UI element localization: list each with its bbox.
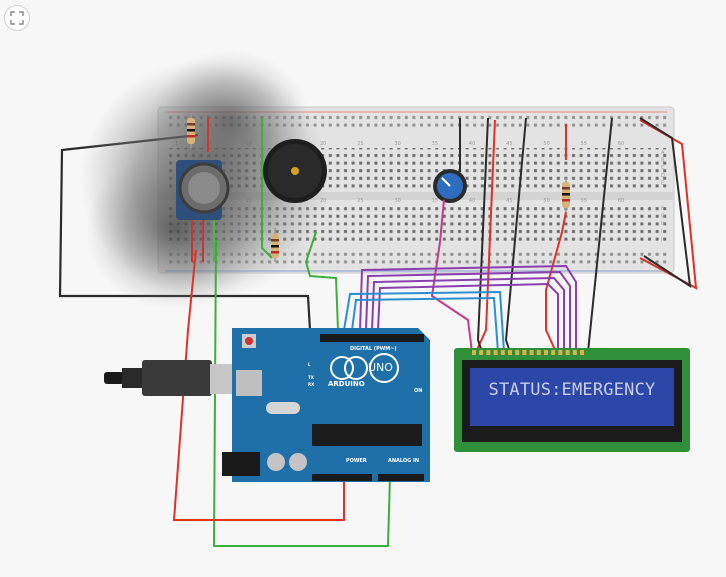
fit-view-icon [10,11,24,25]
lcd-pin [515,350,520,355]
breadboard-row-letter: J [660,236,662,242]
breadboard-column-number: 50 [543,198,549,204]
lcd-pin [493,350,498,355]
rx-led-label: RX [308,382,315,387]
arduino-brand-label: ARDUINO [328,380,365,388]
lcd-screen [470,368,674,426]
red-wire-power[interactable] [172,249,345,521]
green-wire-2[interactable] [304,231,339,331]
breadboard-column-number: 40 [469,141,475,147]
lcd-pin [580,350,584,355]
breadboard-column-number: 60 [618,141,624,147]
arduino-infinity-logo [369,353,399,383]
lcd-pin [472,350,476,355]
breadboard-column-number: 55 [581,198,587,204]
usb-port [236,370,262,396]
breadboard-column-number: 50 [543,141,549,147]
lcd-pin [572,350,577,355]
resistor-1[interactable] [187,114,195,148]
lcd-pin [522,350,527,355]
breadboard-column-number: 40 [469,198,475,204]
power-header-label: POWER [346,458,367,464]
breadboard-column-number: 25 [357,141,363,147]
breadboard-column-number: 30 [394,198,400,204]
tx-led-label: TX [308,375,314,380]
lcd-pin [551,350,556,355]
lcd-pin [500,350,505,355]
lcd-pin [529,350,534,355]
resistor-3[interactable] [562,178,570,212]
lcd-pin [486,350,491,355]
digital-header-label: DIGITAL (PWM~) [350,346,397,352]
gas-sensor[interactable] [176,160,230,262]
arduino-model-label: UNO [368,361,393,374]
breadboard-row-letter: D [661,173,665,179]
lcd-pin [508,350,512,355]
black-wire-lcd-k[interactable] [587,117,613,353]
analog-header [378,474,424,481]
lcd-pin [565,350,570,355]
piezo-buzzer[interactable] [263,139,327,203]
magenta-wire-contrast[interactable] [430,199,473,353]
lcd-pin [479,350,484,355]
black-wire-rail-bridge[interactable] [639,117,692,289]
red-wire-backlight[interactable] [545,211,567,353]
lcd-display-text: STATUS:EMERGENCY [488,380,656,400]
capacitor-2 [289,453,307,471]
atmega-chip [312,424,422,446]
lcd-pin [544,350,548,355]
breadboard-column-number: 25 [357,198,363,204]
l-led-label: L [308,362,311,367]
lcd-pin [558,350,563,355]
breadboard-row-letter: C [661,165,665,171]
breadboard-row-letter: G [661,214,665,220]
potentiometer[interactable] [433,169,467,203]
power-jack [222,452,260,476]
breadboard-column-number: 60 [618,198,624,204]
breadboard-column-number: 45 [506,141,512,147]
breadboard-column-number: 45 [506,198,512,204]
arduino-uno-board[interactable] [222,328,430,482]
breadboard-row-letter: F [661,206,664,212]
breadboard-column-number: 35 [432,141,438,147]
green-wire-1[interactable] [261,118,273,259]
on-led-label: ON [414,388,423,394]
blue-control-wires[interactable] [343,290,505,353]
crystal [266,402,300,414]
center-channel [158,192,674,200]
resistor-2[interactable] [271,228,279,262]
lcd-16x2-module[interactable] [454,348,690,452]
breadboard-row-letter: E [661,180,664,186]
breadboard-column-number: 35 [432,198,438,204]
analog-header-label: ANALOG IN [388,458,420,464]
breadboard-column-number: 55 [581,141,587,147]
fit-view-button[interactable] [4,5,30,31]
breadboard-row-letter: B [661,158,665,164]
breadboard-row-letter: H [661,221,665,227]
breadboard-column-number: 30 [394,141,400,147]
lcd-pin [536,350,541,355]
power-header [312,474,372,481]
capacitor-1 [267,453,285,471]
breadboard-row-letter: A [661,150,665,156]
breadboard-row-letter: I [661,229,662,235]
digital-header [320,334,424,342]
